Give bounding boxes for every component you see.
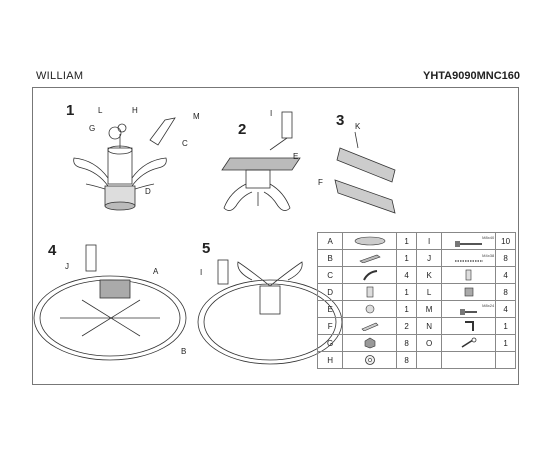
callout-label: B [181,347,187,356]
rail-icon [342,317,398,335]
callout-label: L [98,106,103,115]
part-letter: H [316,351,344,369]
step-number: 1 [66,102,75,119]
callout-label: F [318,178,323,187]
part-quantity [495,351,516,369]
part-letter: F [316,317,344,335]
part-letter: N [415,317,443,335]
tabletop-icon [342,232,398,250]
part-quantity: 1 [396,300,417,318]
step2-plate-drawing [221,111,301,211]
wood-dowel-icon [441,266,497,284]
curved-support-icon [342,266,398,284]
part-quantity: 1 [495,317,516,335]
part-quantity: 2 [396,317,417,335]
part-spec: M8x24 [482,302,495,308]
part-quantity: 4 [495,300,516,318]
part-letter: O [415,334,443,352]
nut-icon [441,283,497,301]
part-letter: D [316,283,344,301]
part-quantity: 10 [495,232,516,250]
allen-key-icon [441,317,497,335]
part-letter: E [316,300,344,318]
part-quantity: 1 [396,249,417,267]
callout-label: H [132,106,138,115]
product-code: YHTA9090MNC160 [422,70,520,82]
part-spec: M4x38 [482,252,495,258]
callout-label: M [193,112,200,121]
part-quantity: 8 [495,283,516,301]
part-letter: C [316,266,344,284]
tube-icon [342,283,398,301]
step1-pedestal-drawing [73,117,176,211]
part-letter [415,351,443,369]
wood-screw-icon: M4x38 [441,249,497,267]
step3-rails-drawing [334,131,396,214]
part-quantity: 8 [396,334,417,352]
part-letter: G [316,334,344,352]
part-letter: B [316,249,344,267]
instruction-frame [32,87,519,385]
part-letter: M [415,300,443,318]
step-number: 5 [202,240,211,257]
empty-cell [441,351,497,369]
part-quantity: 4 [396,266,417,284]
part-letter: A [316,232,344,250]
part-letter: I [415,232,443,250]
part-quantity: 1 [396,232,417,250]
callout-label: I [200,268,203,277]
callout-label: E [293,152,299,161]
step-number: 3 [336,112,345,129]
step4-tabletop-underside [33,244,187,361]
part-letter: J [415,249,443,267]
frame-bracket-icon [342,249,398,267]
part-quantity: 8 [396,351,417,369]
callout-label: C [182,139,188,148]
step-number: 2 [238,121,247,138]
part-letter: K [415,266,443,284]
callout-label: A [153,267,159,276]
wrench-icon [441,334,497,352]
part-letter: L [415,283,443,301]
callout-label: K [355,122,361,131]
plate-icon [342,300,398,318]
callout-label: G [89,124,96,133]
part-quantity: 4 [495,266,516,284]
part-spec: M8x40 [482,234,495,240]
model-name: WILLIAM [36,70,84,82]
part-quantity: 1 [396,283,417,301]
part-quantity: 1 [495,334,516,352]
callout-label: I [270,109,273,118]
short-bolt-icon: M8x24 [441,300,497,318]
washer-icon [342,351,398,369]
callout-label: J [65,262,69,271]
part-quantity: 8 [495,249,516,267]
bolt-icon: M8x40 [441,232,497,250]
hex-nut-icon [342,334,398,352]
callout-label: D [145,187,151,196]
step-number: 4 [48,242,57,259]
